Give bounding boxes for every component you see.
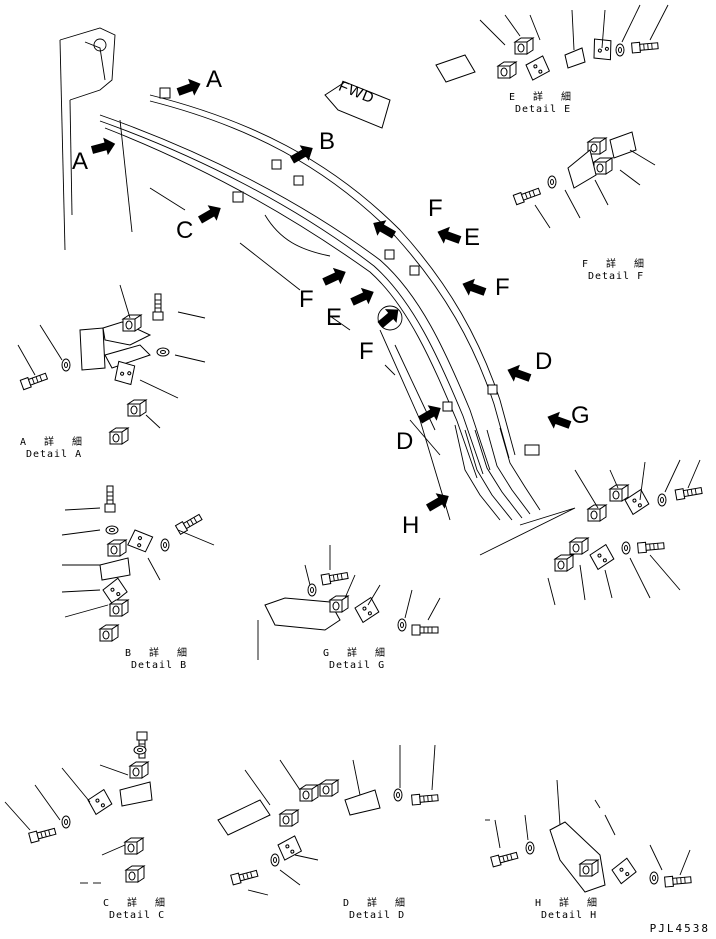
callout-c: C <box>176 217 194 244</box>
detail-g-jp: G 詳 細 <box>323 648 392 659</box>
part-number: PJL4538 <box>649 922 710 935</box>
detail-h-upper-parts <box>547 459 703 606</box>
callout-d-2: D <box>396 428 414 455</box>
callout-f-3: F <box>495 274 510 301</box>
callout-h: H <box>402 512 420 539</box>
detail-d-en: Detail D <box>348 910 406 921</box>
detail-e-en: Detail E <box>514 104 572 115</box>
detail-b-en: Detail B <box>130 660 188 671</box>
detail-a-en: Detail A <box>25 449 83 460</box>
detail-f-parts <box>512 131 656 229</box>
detail-a-parts <box>17 284 206 445</box>
callout-f-1: F <box>428 195 443 222</box>
detail-c-en: Detail C <box>108 910 166 921</box>
fwd-marker-icon <box>324 81 391 129</box>
detail-c-parts <box>4 731 153 884</box>
detail-d-caption: D 詳 細 Detail D <box>343 898 411 922</box>
detail-e-caption: E 詳 細 Detail E <box>509 92 577 116</box>
detail-g-parts <box>257 545 441 660</box>
callout-e-2: E <box>326 304 343 331</box>
callout-d-1: D <box>535 348 553 375</box>
boom-outline <box>59 27 133 251</box>
detail-g-en: Detail G <box>328 660 386 671</box>
detail-f-en: Detail F <box>587 271 645 282</box>
detail-c-caption: C 詳 細 Detail C <box>103 898 171 922</box>
detail-h-lower-parts <box>485 779 692 893</box>
detail-d-parts <box>217 744 439 896</box>
callout-leaders <box>149 187 441 456</box>
callout-a-lower: A <box>72 148 89 175</box>
detail-b-parts <box>61 485 215 642</box>
detail-a-caption: A 詳 細 Detail A <box>20 437 88 461</box>
callout-f-4: F <box>359 338 374 365</box>
detail-b-jp: B 詳 細 <box>125 648 194 659</box>
detail-e-parts <box>435 4 669 83</box>
callout-e-1: E <box>464 224 481 251</box>
detail-f-jp: F 詳 細 <box>582 259 651 270</box>
detail-f-caption: F 詳 細 Detail F <box>582 259 650 283</box>
callout-b: B <box>319 128 336 155</box>
callout-a-upper: A <box>206 66 223 93</box>
clamp-marks <box>159 87 540 456</box>
detail-d-jp: D 詳 細 <box>343 898 412 909</box>
detail-h-caption: H 詳 細 Detail H <box>535 898 603 922</box>
detail-h-en: Detail H <box>540 910 598 921</box>
callout-g: G <box>571 402 590 429</box>
detail-g-caption: G 詳 細 Detail G <box>323 648 391 672</box>
callout-f-2: F <box>299 286 314 313</box>
detail-h-jp: H 詳 細 <box>535 898 604 909</box>
detail-a-jp: A 詳 細 <box>20 437 89 448</box>
detail-e-jp: E 詳 細 <box>509 92 578 103</box>
detail-b-caption: B 詳 細 Detail B <box>125 648 193 672</box>
detail-c-jp: C 詳 細 <box>103 898 172 909</box>
